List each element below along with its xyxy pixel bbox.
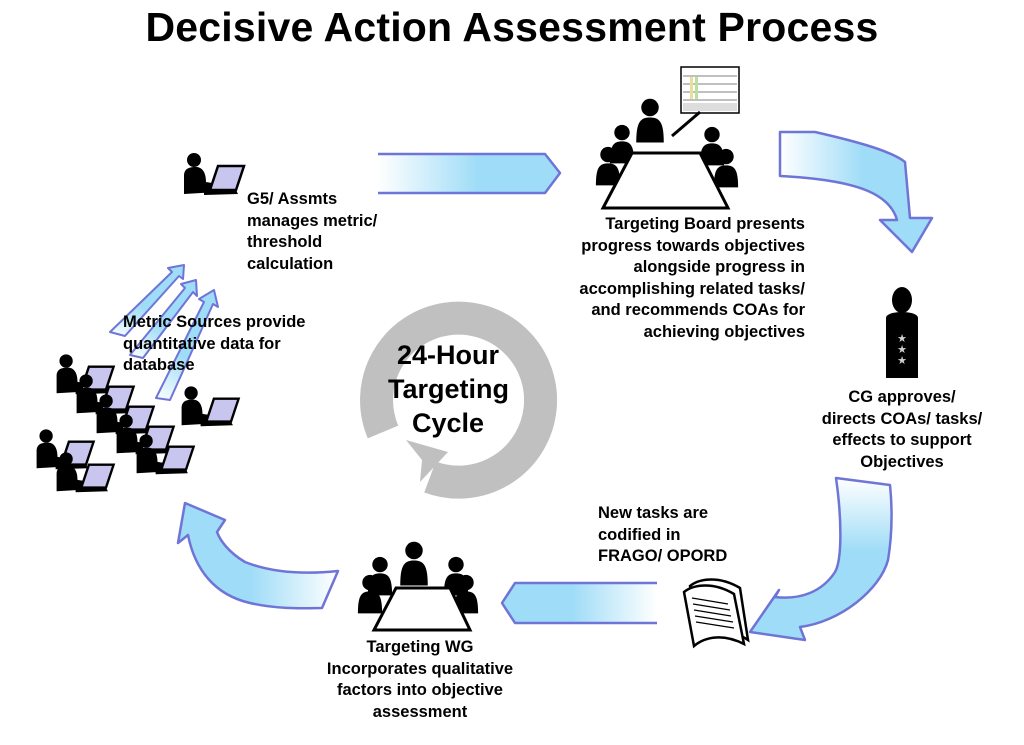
label-line: Targeting WG	[366, 638, 474, 656]
label-line: quantitative data for	[123, 334, 281, 353]
cycle-label: 24-Hour Targeting Cycle	[388, 338, 509, 440]
label-line: progress towards objectives	[581, 236, 805, 255]
label-line: Metric Sources provide	[123, 313, 306, 331]
cycle-label-line: 24-Hour	[396, 340, 499, 370]
label-line: assessment	[372, 702, 468, 721]
label-line: Objectives	[860, 452, 944, 471]
svg-text:★: ★	[897, 355, 907, 367]
svg-text:★: ★	[897, 344, 907, 356]
label-line: New tasks are	[598, 504, 709, 522]
step-label-targeting-wg: Targeting WG Incorporates qualitative fa…	[320, 637, 520, 723]
step-label-metric-sources: Metric Sources provide quantitative data…	[123, 312, 305, 377]
cycle-arrow-icon	[360, 301, 558, 499]
diagram-title: Decisive Action Assessment Process	[145, 4, 879, 50]
flow-arrows-metrics-to-g5	[109, 264, 219, 401]
label-line: FRAGO/ OPORD	[598, 547, 728, 565]
step-label-frago: New tasks are codified in FRAGO/ OPORD	[598, 503, 727, 568]
meeting-table-icon	[357, 541, 479, 632]
label-line: effects to support	[832, 431, 972, 449]
label-line: database	[123, 356, 195, 374]
flow-arrow-cg-to-frago	[748, 476, 893, 642]
document-scroll-icon	[682, 578, 750, 649]
label-line: G5/ Assmts	[247, 190, 338, 208]
step-label-cg: CG approves/ directs COAs/ tasks/ effect…	[800, 387, 1004, 473]
step-label-targeting-board: Targeting Board presents progress toward…	[540, 214, 805, 343]
label-line: directs COAs/ tasks/	[821, 409, 983, 428]
step-label-g5: G5/ Assmts manages metric/ threshold cal…	[247, 189, 377, 275]
general-silhouette-icon: ★ ★ ★	[886, 287, 918, 378]
label-line: manages metric/	[247, 211, 378, 230]
laptop-user-icon	[182, 151, 246, 197]
briefing-meeting-icon	[595, 66, 740, 210]
cycle-label-line: Targeting	[388, 374, 509, 404]
label-line: achieving objectives	[643, 322, 805, 341]
flow-arrow-board-to-cg	[778, 130, 934, 254]
label-line: CG approves/	[848, 388, 956, 406]
label-line: Targeting Board presents	[605, 215, 805, 233]
label-line: factors into objective	[337, 681, 503, 699]
cycle-label-line: Cycle	[411, 408, 485, 438]
flow-arrow-frago-to-wg	[500, 581, 657, 625]
label-line: Incorporates qualitative	[326, 659, 514, 678]
svg-text:★: ★	[897, 333, 907, 345]
flow-arrow-g5-to-board	[378, 152, 562, 195]
label-line: and recommends COAs for	[591, 301, 805, 319]
flow-arrow-wg-to-metrics	[176, 501, 340, 610]
label-line: threshold	[247, 233, 323, 251]
label-line: codified in	[598, 525, 681, 544]
label-line: alongside progress in	[633, 258, 805, 276]
label-line: calculation	[247, 254, 334, 273]
label-line: accomplishing related tasks/	[579, 279, 805, 298]
